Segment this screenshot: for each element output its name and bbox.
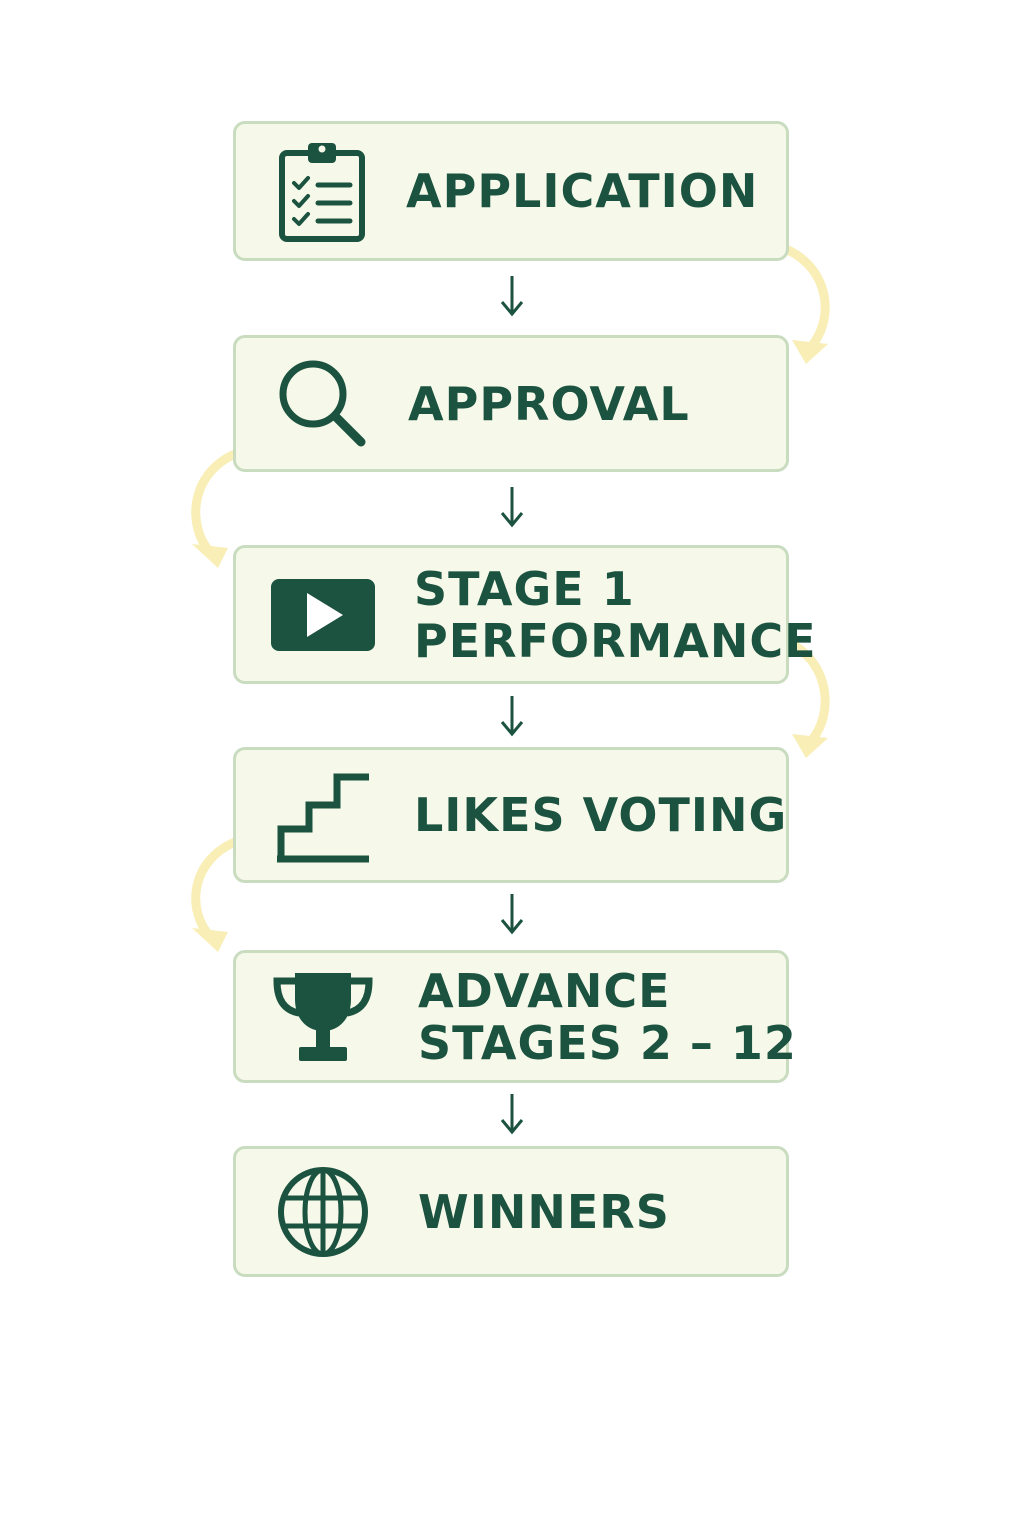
magnifier-icon — [268, 349, 378, 459]
step-label-line: ADVANCE — [418, 963, 671, 1018]
stairs-icon — [268, 760, 378, 870]
step-label: APPLICATION — [406, 165, 758, 217]
step-application: APPLICATION — [233, 121, 789, 261]
step-winners: WINNERS — [233, 1146, 789, 1277]
down-arrow-1 — [500, 276, 524, 317]
curved-arrow-4 — [191, 835, 245, 952]
step-label-line: PERFORMANCE — [414, 613, 817, 668]
play-video-icon — [268, 560, 378, 670]
step-label-line: APPLICATION — [406, 164, 759, 218]
step-likes-voting: LIKES VOTING — [233, 747, 789, 883]
down-arrow-2 — [500, 487, 524, 528]
step-stage-1-performance: STAGE 1 PERFORMANCE — [233, 545, 816, 684]
globe-icon — [268, 1157, 378, 1267]
step-label-line: LIKES VOTING — [414, 788, 788, 842]
step-label-line: WINNERS — [418, 1184, 670, 1239]
step-label: APPROVAL — [408, 378, 690, 430]
curved-arrow-2 — [191, 447, 245, 568]
clipboard-checklist-icon — [268, 136, 378, 246]
step-advance-stages: ADVANCE STAGES 2 – 12 — [233, 950, 796, 1083]
step-label-line: STAGES 2 – 12 — [418, 1015, 797, 1070]
curved-arrow-1 — [783, 245, 830, 364]
down-arrow-3 — [500, 696, 524, 737]
curved-arrow-3 — [783, 637, 830, 758]
step-label-line: APPROVAL — [408, 376, 690, 431]
down-arrow-5 — [500, 1094, 524, 1135]
step-label: WINNERS — [418, 1186, 670, 1238]
step-approval: APPROVAL — [233, 335, 789, 472]
down-arrow-4 — [500, 894, 524, 935]
trophy-icon — [268, 962, 378, 1072]
step-label: STAGE 1 PERFORMANCE — [414, 563, 817, 667]
step-label: LIKES VOTING — [414, 789, 787, 841]
step-label-line: STAGE 1 — [414, 561, 635, 616]
step-label: ADVANCE STAGES 2 – 12 — [418, 965, 797, 1069]
